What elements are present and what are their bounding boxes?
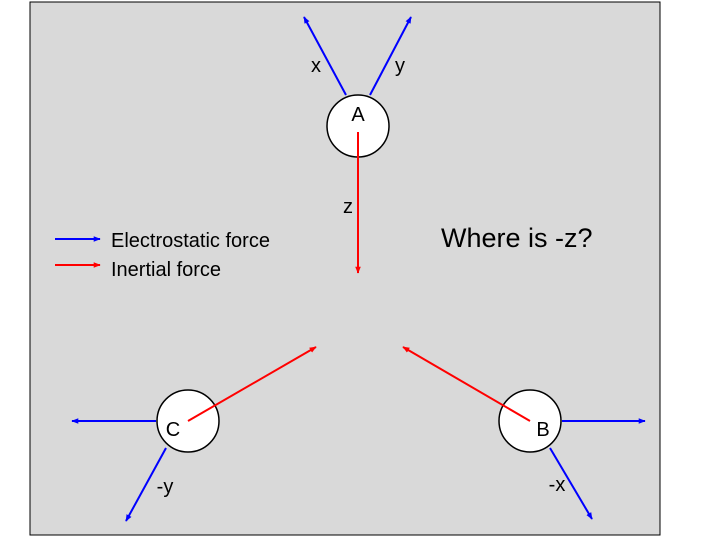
label-neg-y: -y bbox=[157, 476, 174, 498]
label-z: z bbox=[343, 196, 353, 218]
node-c-label: C bbox=[166, 419, 180, 441]
diagram-panel bbox=[29, 1, 661, 536]
arrow-y bbox=[369, 16, 412, 96]
arrow-neg-y bbox=[125, 447, 167, 522]
arrow-b-inertial bbox=[402, 346, 531, 422]
node-b-label: B bbox=[536, 419, 549, 441]
label-neg-x: -x bbox=[549, 474, 566, 496]
arrow-x bbox=[303, 16, 347, 96]
label-y: y bbox=[395, 55, 405, 77]
legend: Electrostatic force Inertial force bbox=[55, 230, 270, 281]
node-a-label: A bbox=[351, 104, 365, 126]
arrow-c-inertial bbox=[187, 346, 317, 422]
legend-inertial-label: Inertial force bbox=[111, 259, 221, 281]
arrow-neg-x bbox=[549, 447, 593, 520]
label-x: x bbox=[311, 55, 321, 77]
question-text: Where is -z? bbox=[441, 223, 593, 253]
legend-electrostatic-label: Electrostatic force bbox=[111, 230, 270, 252]
